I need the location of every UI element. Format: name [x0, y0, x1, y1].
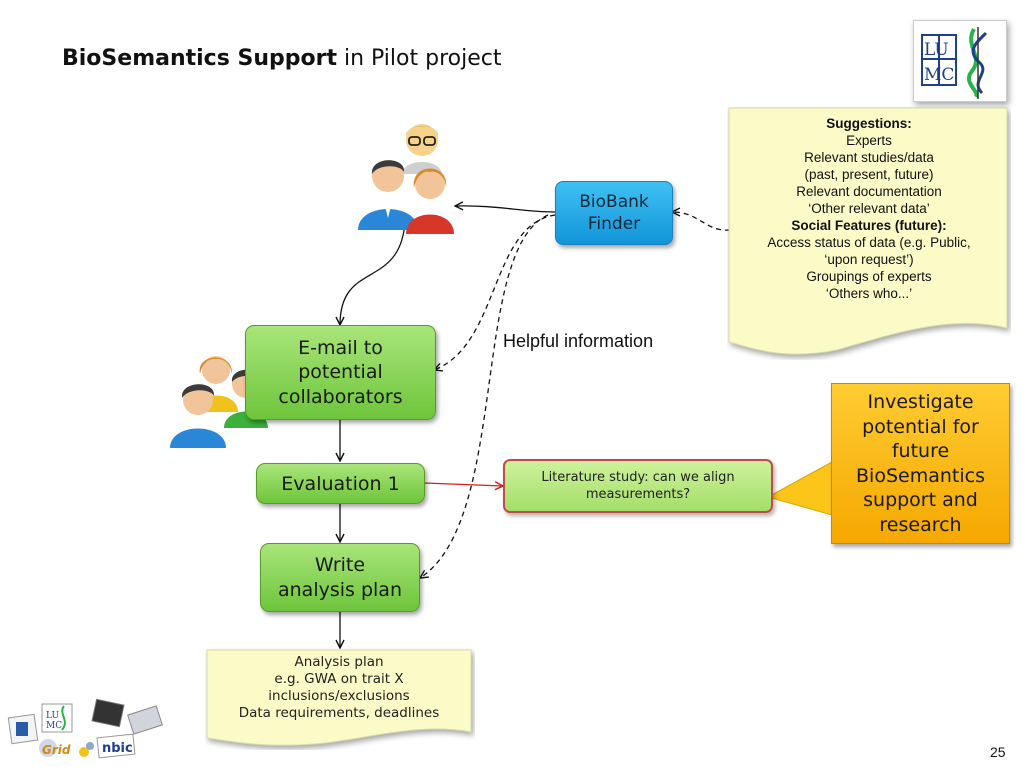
suggestions-note-shape: [728, 107, 1008, 355]
grid-logo-text: Grid: [42, 743, 71, 757]
investigate-line: potential for: [862, 415, 979, 438]
biobank-finder-box: BioBank Finder: [555, 181, 673, 245]
logo-text-mc: MC: [924, 65, 954, 85]
lumc-logo-graphic: LU MC: [921, 27, 988, 99]
partner-logos: LU MC Grid nbic: [7, 698, 163, 759]
literature-line2: measurements?: [585, 487, 691, 502]
investigate-line: future: [891, 440, 950, 462]
analysis-plan-note: Analysis plan e.g. GWA on trait X inclus…: [208, 654, 470, 722]
suggestions-heading: Suggestions:: [826, 116, 912, 131]
write-plan-line1: Write: [314, 554, 366, 576]
logo-text-lu: LU: [924, 40, 949, 60]
email-line2: potential: [298, 361, 383, 384]
email-collaborators-box: E-mail to potential collaborators: [245, 325, 436, 420]
write-plan-line2: analysis plan: [278, 578, 402, 601]
logo-tile-chip: [127, 705, 163, 735]
investigate-line: research: [879, 513, 962, 536]
investigate-line: BioSemantics: [856, 464, 985, 487]
analysis-plan-line2: e.g. GWA on trait X: [274, 671, 404, 687]
suggestions-note: Suggestions: Experts Relevant studies/da…: [735, 115, 1003, 302]
social-line: ‘Others who...’: [825, 286, 913, 301]
literature-line1: Literature study: can we align: [541, 470, 735, 485]
suggestion-line: Relevant studies/data: [804, 150, 934, 165]
email-line1: E-mail to: [298, 336, 383, 359]
arrow-evaluation-to-literature: [423, 483, 503, 486]
investigate-box: Investigate potential for future BioSema…: [831, 383, 1010, 544]
suggestion-line: (past, present, future): [804, 167, 934, 182]
literature-study-box: Literature study: can we align measureme…: [503, 459, 773, 513]
analysis-plan-line4: Data requirements, deadlines: [238, 705, 440, 721]
logo-nbic: nbic: [96, 733, 136, 759]
analysis-plan-line1: Analysis plan: [294, 654, 384, 670]
social-line: ‘upon request’): [824, 252, 914, 267]
investigate-line: support and: [863, 489, 978, 511]
arrow-people-to-email: [340, 221, 406, 325]
page-number: 25: [990, 744, 1006, 760]
analysis-plan-note-shape: [206, 649, 472, 746]
arrow-suggestions-to-biobank: [672, 212, 731, 231]
svg-text:MC: MC: [46, 721, 62, 731]
helpful-information-label: Helpful information: [503, 331, 654, 351]
social-line: Groupings of experts: [806, 269, 932, 284]
lumc-logo: LU MC: [913, 20, 1007, 102]
investigate-callout-pointer: [766, 461, 833, 516]
analysis-plan-line3: inclusions/exclusions: [268, 688, 410, 704]
people-group-top-icon: [358, 124, 454, 234]
social-line: Access status of data (e.g. Public,: [767, 235, 971, 250]
write-analysis-plan-box: Write analysis plan: [260, 543, 420, 612]
suggestion-line: Relevant documentation: [796, 184, 942, 199]
evaluation-label: Evaluation 1: [281, 472, 400, 495]
svg-text:LU: LU: [46, 711, 59, 721]
suggestion-line: ‘Other relevant data’: [808, 201, 930, 216]
logo-tile-1: [7, 713, 39, 745]
slide-title: BioSemantics Support in Pilot project: [62, 46, 502, 71]
arrow-biobank-to-writeplan: [420, 214, 549, 578]
social-features-heading: Social Features (future):: [791, 218, 947, 233]
logo-grid: Grid: [39, 739, 94, 757]
suggestion-line: Experts: [846, 133, 892, 148]
logo-tile-lumc: LU MC: [41, 703, 73, 733]
biobank-label-line1: BioBank: [579, 192, 649, 212]
evaluation-box: Evaluation 1: [256, 463, 425, 504]
investigate-line: Investigate: [867, 391, 974, 413]
logo-tile-dark: [91, 698, 125, 728]
people-group-left-icon: [170, 356, 268, 448]
biobank-label-line2: Finder: [587, 214, 641, 234]
email-line3: collaborators: [278, 385, 403, 408]
nbic-logo-text: nbic: [102, 741, 133, 756]
arrow-biobank-to-people: [455, 206, 556, 213]
